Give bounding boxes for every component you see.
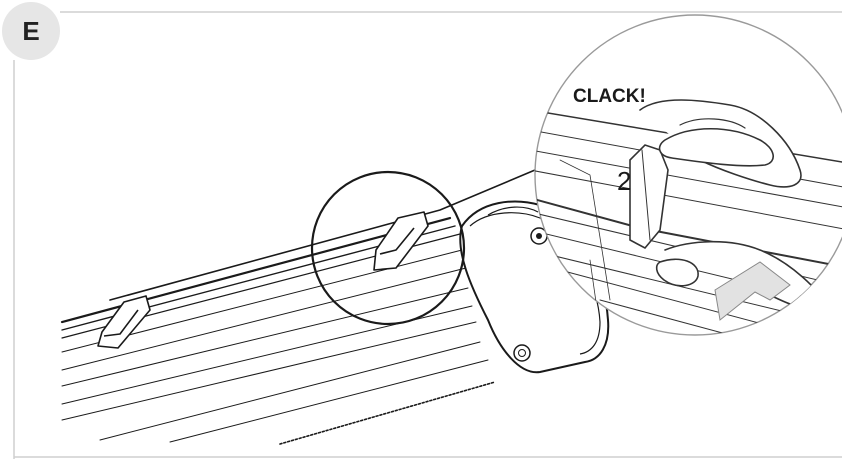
clip-left — [97, 295, 151, 349]
clack-sound-text: CLACK! — [573, 86, 646, 107]
action-number-label: 2 — [617, 166, 631, 196]
panel-border — [13, 11, 842, 459]
step-label: E — [22, 15, 40, 46]
clip-center — [373, 211, 429, 271]
detail-callout: CLACK! 2 — [534, 14, 842, 336]
step-badge: E — [2, 2, 60, 60]
highlight-circle — [310, 170, 466, 326]
